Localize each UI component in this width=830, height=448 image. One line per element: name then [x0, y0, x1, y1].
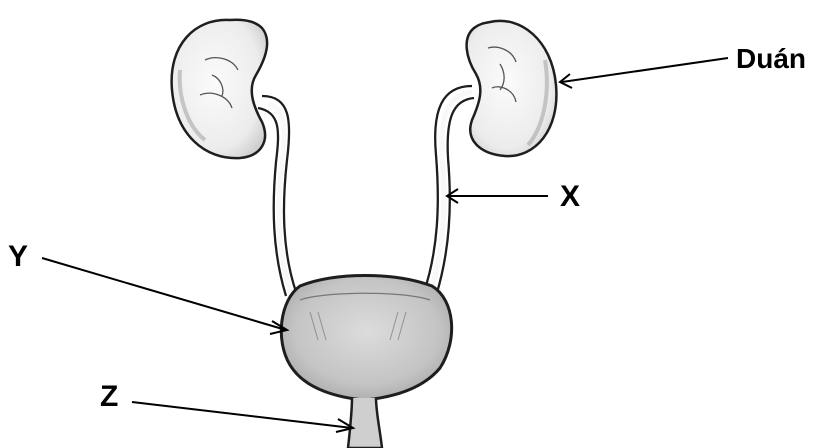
- label-ureter: X: [560, 180, 580, 213]
- bladder-arrow: [42, 258, 286, 330]
- kidney-arrow: [562, 58, 728, 82]
- left-kidney: [172, 20, 268, 158]
- label-kidney: Duán: [736, 43, 806, 74]
- right-ureter: [424, 86, 474, 296]
- label-urethra: Z: [100, 380, 118, 413]
- right-kidney: [467, 21, 557, 156]
- urethra-arrow: [132, 402, 352, 428]
- label-bladder: Y: [8, 240, 28, 273]
- bladder: [281, 276, 451, 401]
- urethra: [348, 398, 382, 448]
